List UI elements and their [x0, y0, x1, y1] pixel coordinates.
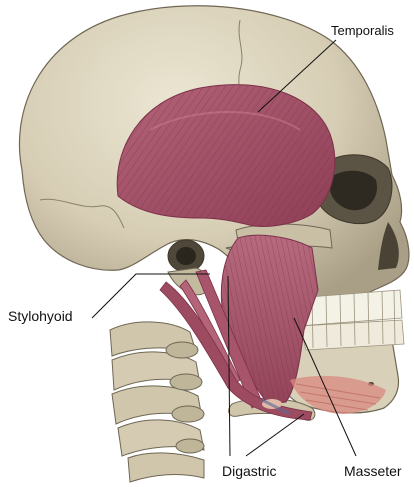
temporalis-label: Temporalis [331, 24, 394, 37]
cervical-spine [110, 322, 204, 482]
stylohyoid-label: Stylohyoid [8, 309, 73, 323]
digastric-label: Digastric [222, 464, 276, 478]
masseter-label: Masseter [344, 464, 402, 478]
digastric-leader-line-2 [246, 414, 304, 456]
